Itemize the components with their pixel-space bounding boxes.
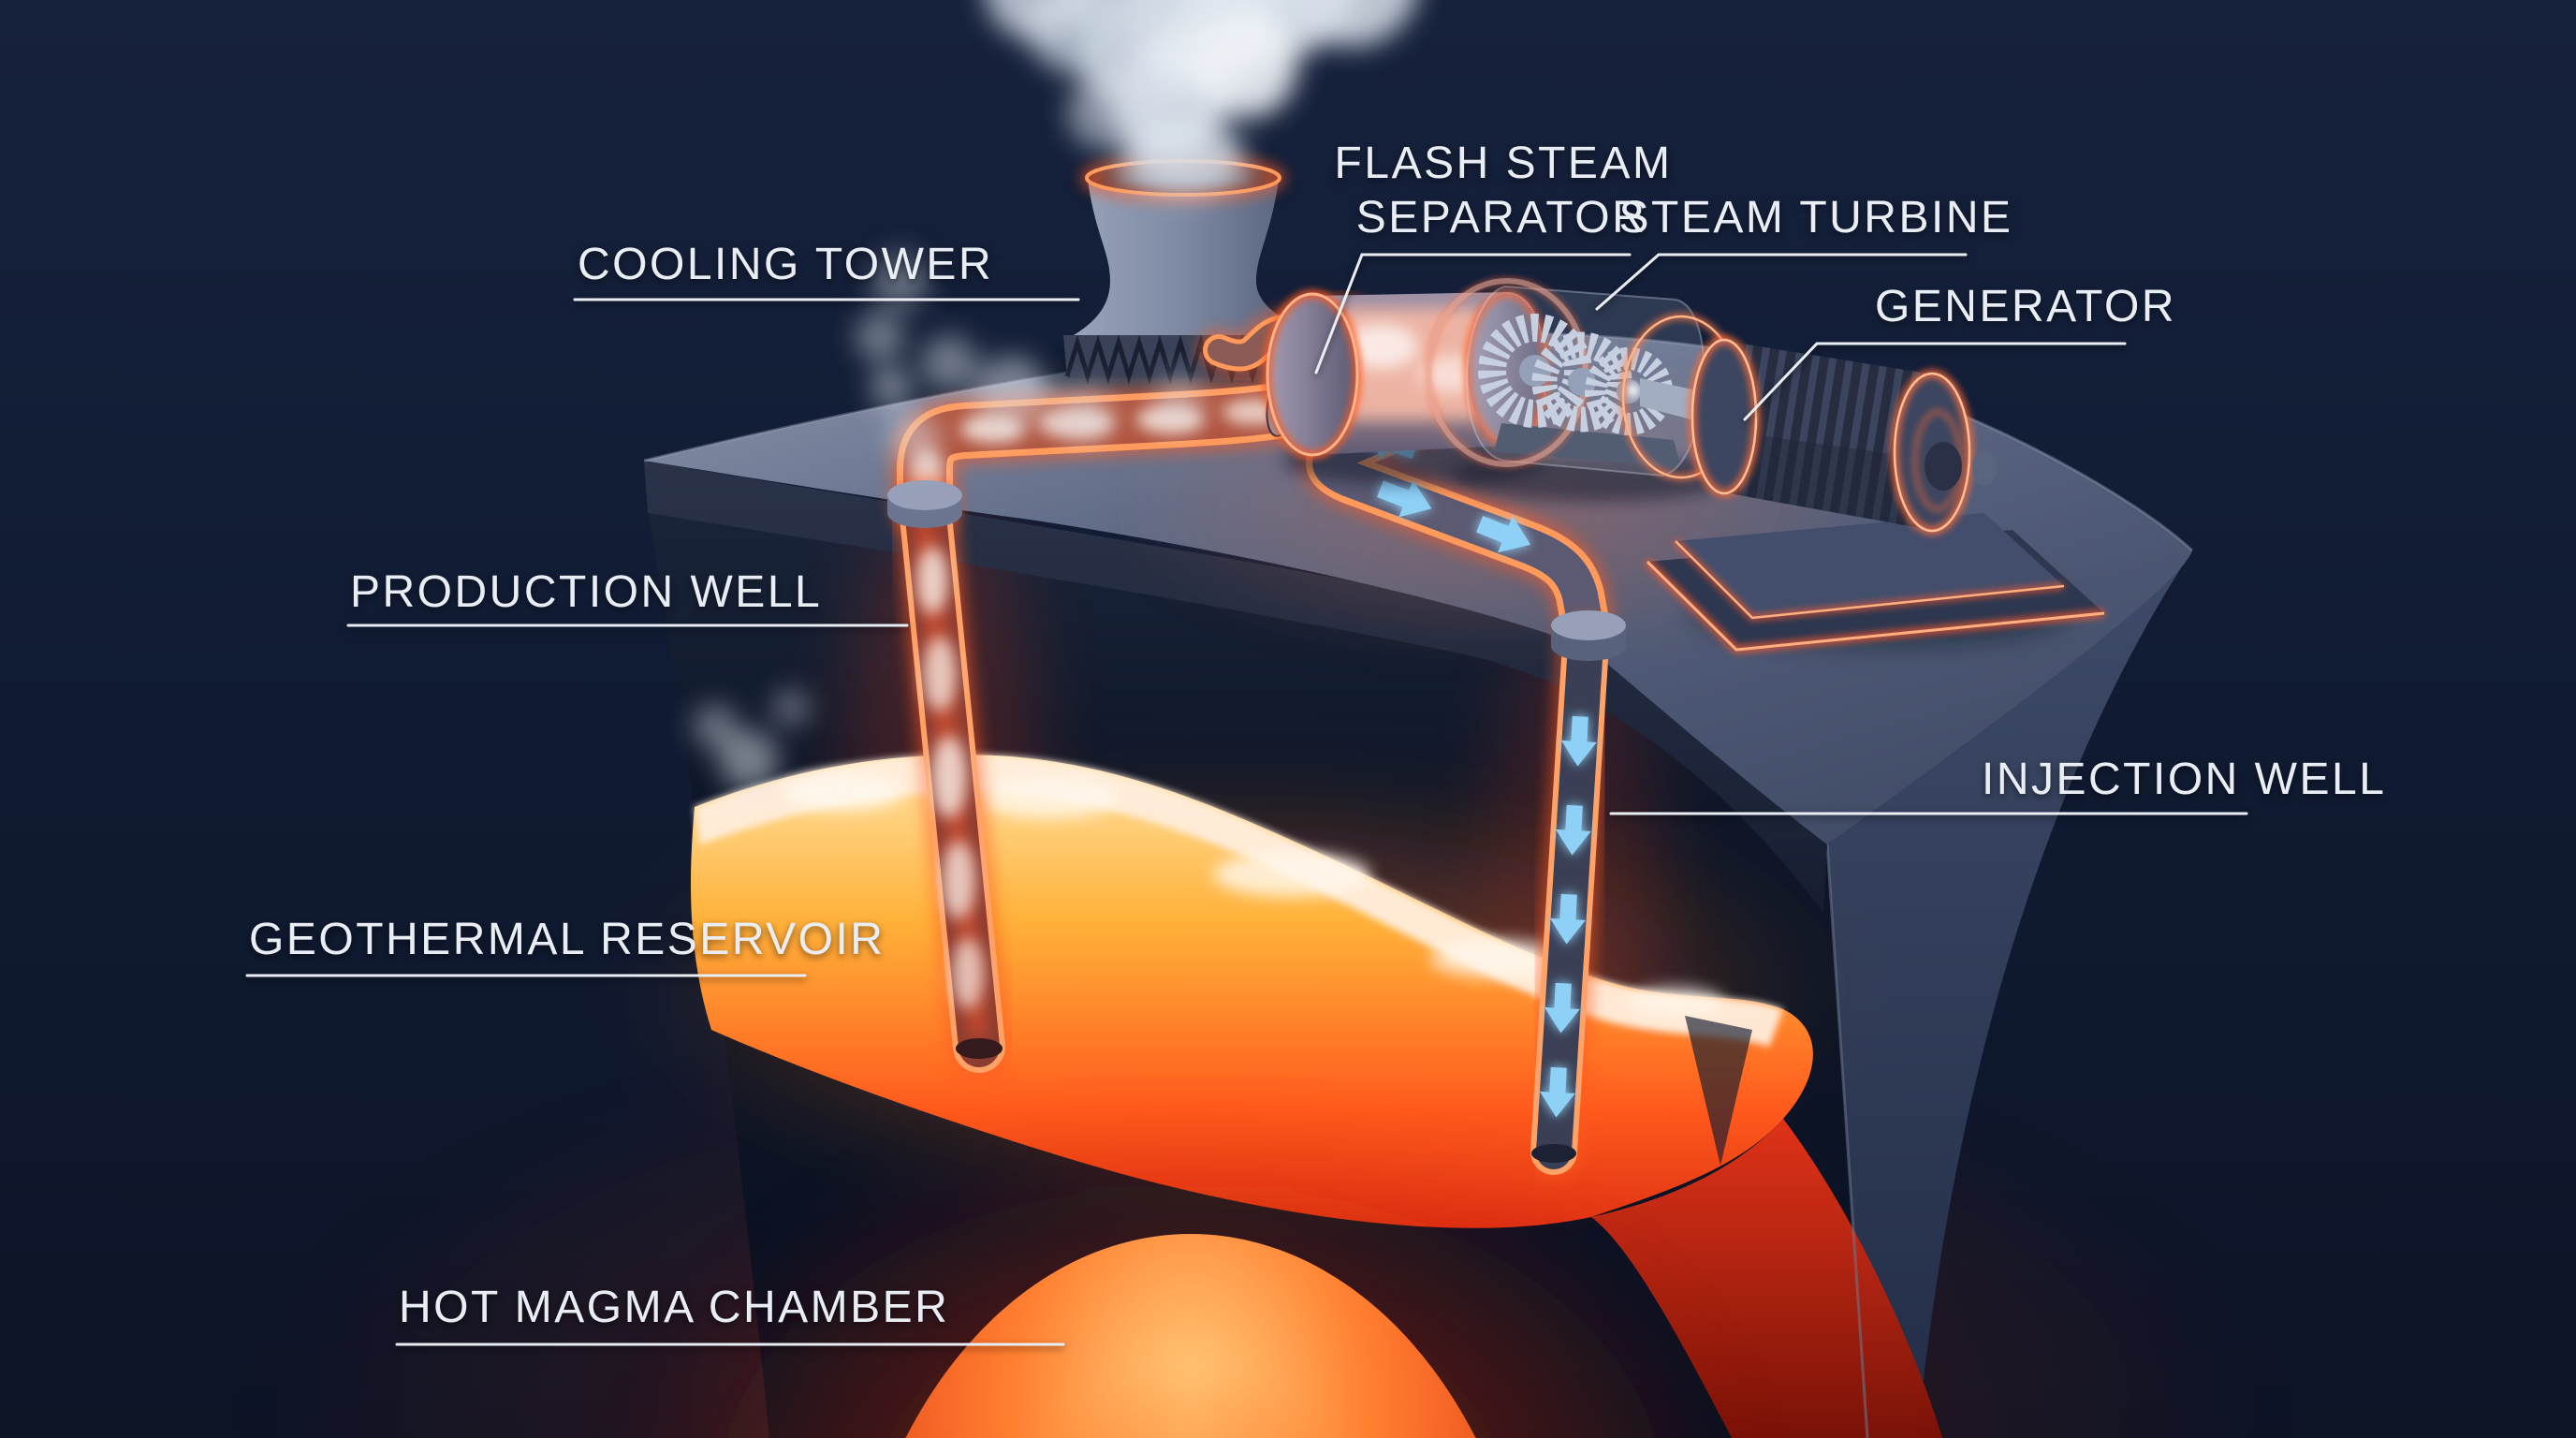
cooling-tower-body: [1067, 180, 1329, 339]
generator-shaft-stub: [1972, 450, 1997, 486]
separator-left-cap: [1267, 294, 1357, 455]
label-geothermal-reservoir: GEOTHERMAL RESERVOIR: [245, 915, 885, 977]
label-steam-turbine: STEAM TURBINE: [1595, 193, 2013, 311]
label-generator-leader: [1743, 342, 2127, 421]
label-hot-magma-chamber: HOT MAGMA CHAMBER: [395, 1283, 1065, 1346]
separator-left-rim: [1266, 292, 1359, 457]
injection-well: [1525, 610, 1626, 1181]
generator: [1645, 336, 2105, 654]
label-generator: GENERATOR: [1743, 282, 2176, 421]
ground-steam-wisps: [693, 253, 1204, 790]
production-well-open-end: [956, 1038, 1003, 1059]
label-injection-well: INJECTION WELL: [1609, 755, 2386, 815]
generator-hub: [1925, 442, 1962, 491]
label-steam-turbine-text: STEAM TURBINE: [1619, 193, 2013, 242]
label-cooling-tower: COOLING TOWER: [573, 240, 1080, 301]
shaft-glint: [1626, 384, 1639, 397]
reservoir-steam-texture: [783, 773, 1724, 1017]
generator-right-ring: [1893, 372, 1971, 533]
generator-base-plates: [1645, 513, 2105, 654]
generator-body: [1706, 341, 1955, 530]
magma-dome: [905, 1234, 1476, 1438]
separator-steam: [1343, 324, 1418, 369]
reservoir-underside-wedge: [1591, 1119, 1942, 1438]
hot-magma-chamber: [636, 1123, 1746, 1438]
turbine-base: [1494, 423, 1681, 468]
production-well-steam: [916, 547, 984, 1009]
label-production-well-text: PRODUCTION WELL: [350, 567, 822, 617]
block-corner-edge: [1825, 844, 1869, 1438]
label-geothermal-reservoir-text: GEOTHERMAL RESERVOIR: [249, 915, 885, 964]
label-flash-steam-separator-line1: FLASH STEAM: [1335, 139, 1673, 188]
injection-well-open-end: [1531, 1144, 1576, 1163]
labels: COOLING TOWER FLASH STEAM SEPARATOR STEA…: [245, 139, 2386, 1346]
label-cooling-tower-text: COOLING TOWER: [578, 240, 993, 289]
rotor-hub: [1568, 368, 1596, 396]
generator-body-shading: [1716, 431, 1946, 530]
rotor-disk-blades: [1531, 331, 1632, 433]
rotor-hub: [1519, 355, 1551, 387]
magma-core: [1061, 1386, 1320, 1438]
label-production-well: PRODUCTION WELL: [346, 567, 909, 627]
reservoir-notch: [1685, 1016, 1752, 1166]
label-injection-well-text: INJECTION WELL: [1982, 755, 2386, 804]
production-wellhead-flange: [887, 480, 962, 510]
label-flash-steam-separator: FLASH STEAM SEPARATOR: [1314, 139, 1673, 374]
production-well: [887, 476, 1011, 1078]
generator-left-ring: [1690, 338, 1758, 495]
injection-wellhead-flange: [1551, 610, 1626, 640]
label-hot-magma-chamber-text: HOT MAGMA CHAMBER: [399, 1283, 949, 1332]
label-flash-steam-separator-line2: SEPARATOR: [1356, 193, 1647, 242]
generator-left-cap: [1692, 340, 1756, 493]
label-steam-turbine-leader: [1595, 253, 1968, 311]
label-flash-steam-separator-leader: [1314, 253, 1632, 374]
label-generator-text: GENERATOR: [1875, 282, 2176, 331]
cooling-tower-smoke-plume: [986, 0, 1416, 195]
block-right-face: [1827, 550, 2192, 1438]
